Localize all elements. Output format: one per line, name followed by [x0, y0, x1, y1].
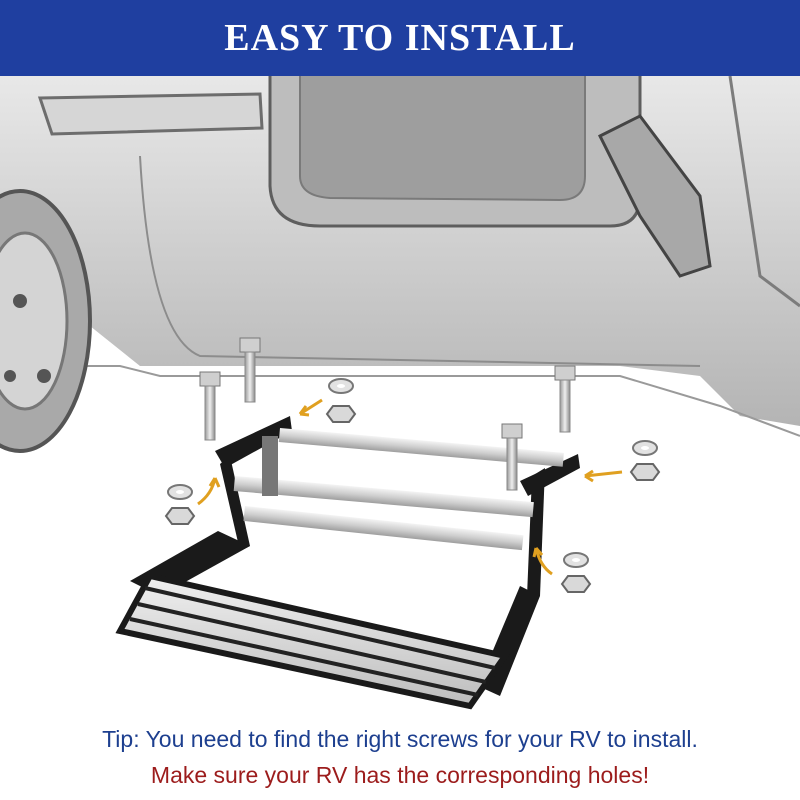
install-tip-text: Tip: You need to find the right screws f… — [102, 726, 698, 752]
header-banner: EASY TO INSTALL — [0, 0, 800, 76]
arrow-icon — [197, 398, 623, 576]
nut-icon — [164, 405, 661, 593]
wheel-icon — [0, 189, 92, 453]
bolt-icon — [199, 337, 576, 491]
banner-title: EASY TO INSTALL — [224, 17, 576, 59]
rv-body-icon — [0, 76, 800, 437]
holes-warning-text: Make sure your RV has the corresponding … — [150, 762, 650, 788]
folding-step-icon — [115, 416, 580, 710]
installation-illustration — [0, 76, 800, 710]
washer-icon — [167, 378, 658, 568]
